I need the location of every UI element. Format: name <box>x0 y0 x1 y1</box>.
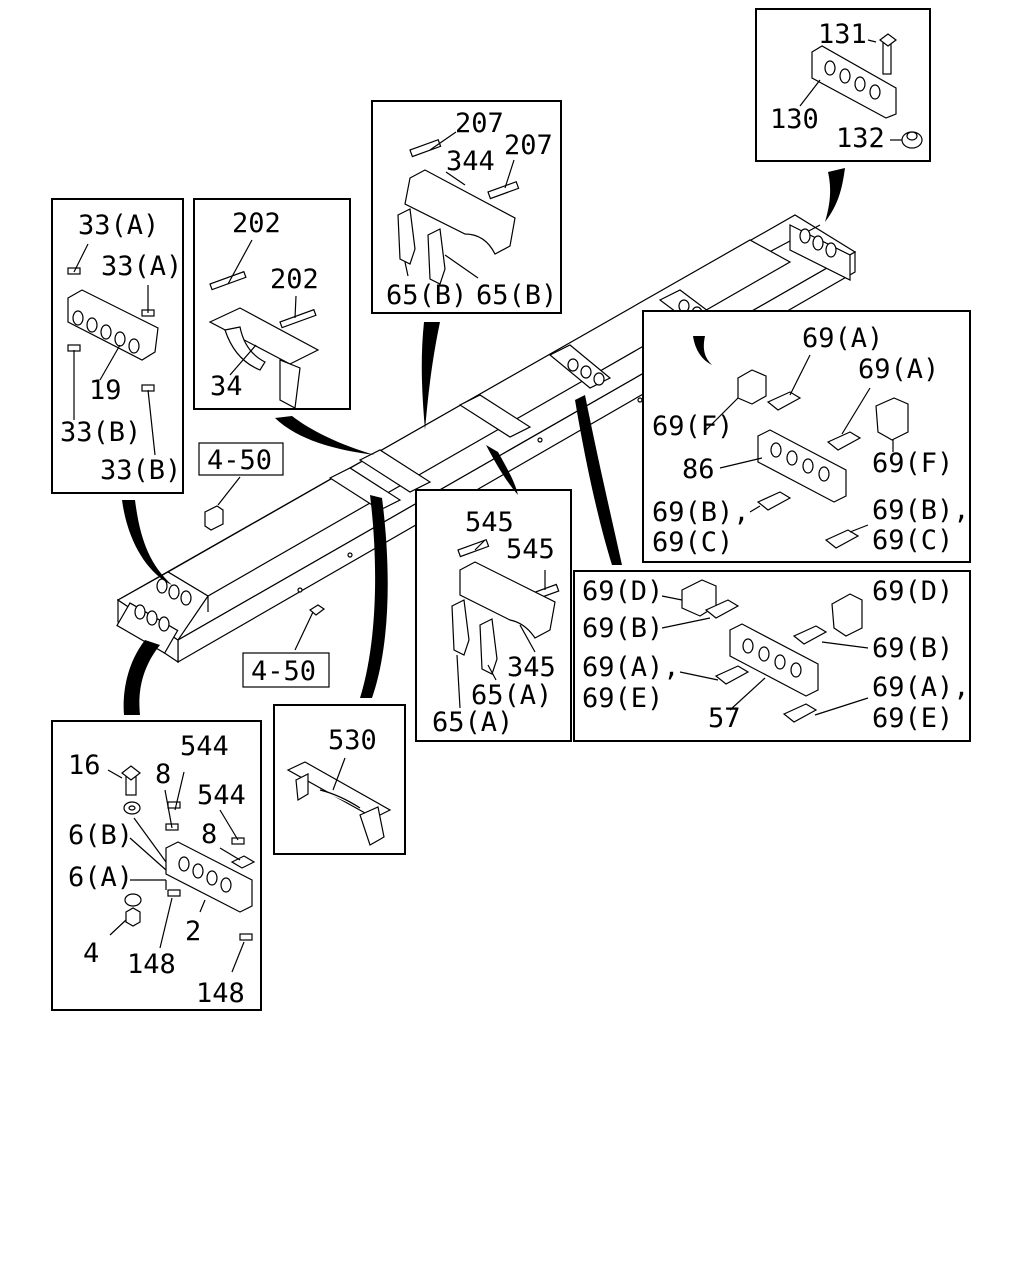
label-19: 19 <box>89 375 122 406</box>
label-33a: 33(A) <box>101 251 182 282</box>
crossmember-34-part <box>208 270 320 409</box>
callout-wedge <box>575 395 622 565</box>
label-207: 207 <box>504 130 553 161</box>
label-69b-69c: 69(B), <box>652 497 750 528</box>
ref-box-4-50: 4-50 <box>242 611 330 688</box>
label-69a-69e: 69(A), <box>582 652 680 683</box>
label-69f: 69(F) <box>872 448 953 479</box>
callout-wedge <box>275 416 375 455</box>
label-132: 132 <box>836 123 885 154</box>
label-69b-69c: 69(C) <box>652 527 733 558</box>
label-6a: 6(A) <box>68 862 133 893</box>
label-57: 57 <box>708 703 741 734</box>
callout-wedge <box>123 640 160 715</box>
box-crossmember-530: 530 <box>273 704 406 855</box>
callout-wedge <box>693 336 712 365</box>
box-crossmember-344: 207 207 344 65(B) 65(B) <box>371 100 562 314</box>
crossmember-86-part <box>737 369 909 549</box>
label-69d: 69(D) <box>872 576 953 607</box>
label-34: 34 <box>210 371 243 402</box>
label-69d: 69(D) <box>582 576 663 607</box>
label-8: 8 <box>201 819 217 850</box>
label-544: 544 <box>180 731 229 762</box>
box-crossmember-34: 202 202 34 <box>193 198 351 410</box>
label-344: 344 <box>446 146 495 177</box>
ref-label-4-50: 4-50 <box>251 656 316 687</box>
label-69a-69e: 69(A), <box>872 672 970 703</box>
label-69a: 69(A) <box>802 323 883 354</box>
box-crossmember-19: 33(A) 33(A) 19 33(B) 33(B) <box>51 198 184 494</box>
label-202: 202 <box>232 208 281 239</box>
label-131: 131 <box>818 19 867 50</box>
label-65b: 65(B) <box>386 280 467 311</box>
label-86: 86 <box>682 454 715 485</box>
label-65a: 65(A) <box>471 680 552 711</box>
crossmember-344-part <box>397 138 520 285</box>
box-crossmember-57: 69(D) 69(D) 69(B) 69(B) 69(A), 69(E) 69(… <box>573 570 971 742</box>
label-69b-69c: 69(B), <box>872 495 970 526</box>
label-8: 8 <box>155 759 171 790</box>
label-545: 545 <box>506 534 555 565</box>
label-130: 130 <box>770 104 819 135</box>
crossmember-345-part <box>451 538 560 675</box>
label-530: 530 <box>328 725 377 756</box>
label-69a-69e: 69(E) <box>872 703 953 734</box>
crossmember-130-part <box>811 33 923 149</box>
label-69b: 69(B) <box>872 633 953 664</box>
label-148: 148 <box>127 949 176 980</box>
label-69b: 69(B) <box>582 613 663 644</box>
box-crossmember-130: 131 130 132 <box>755 8 931 162</box>
label-65b: 65(B) <box>476 280 557 311</box>
label-202: 202 <box>270 264 319 295</box>
label-4: 4 <box>83 938 99 969</box>
label-207: 207 <box>455 108 504 139</box>
label-345: 345 <box>507 652 556 683</box>
label-544: 544 <box>197 780 246 811</box>
label-33a: 33(A) <box>78 210 159 241</box>
label-33b: 33(B) <box>100 455 181 486</box>
box-crossmember-2: 16 8 544 544 8 6(B) 6(A) 4 148 2 148 <box>51 720 262 1011</box>
label-69a: 69(A) <box>858 354 939 385</box>
ref-box-4-50: 4-50 <box>198 442 284 506</box>
crossmember-57-part <box>681 579 863 723</box>
callout-wedge <box>421 322 440 430</box>
label-16: 16 <box>68 750 101 781</box>
callout-wedge <box>486 445 518 495</box>
callout-wedge <box>122 500 172 585</box>
crossmember-19-part <box>67 267 159 392</box>
label-2: 2 <box>185 916 201 947</box>
crossmember-2-part <box>121 765 256 941</box>
callout-wedge <box>360 495 388 698</box>
ref-label-4-50: 4-50 <box>207 445 272 476</box>
box-crossmember-345: 545 545 345 65(A) 65(A) <box>415 489 572 742</box>
label-69b-69c: 69(C) <box>872 525 953 556</box>
label-33b: 33(B) <box>60 417 141 448</box>
label-65a: 65(A) <box>432 707 513 738</box>
label-69a-69e: 69(E) <box>582 683 663 714</box>
box-crossmember-86: 69(A) 69(A) 69(F) 69(F) 86 69(B), 69(C) … <box>642 310 971 563</box>
callout-wedge <box>825 168 845 222</box>
crossmember-530-part <box>286 761 392 846</box>
label-148: 148 <box>196 978 245 1009</box>
label-545: 545 <box>465 507 514 538</box>
label-6b: 6(B) <box>68 820 133 851</box>
